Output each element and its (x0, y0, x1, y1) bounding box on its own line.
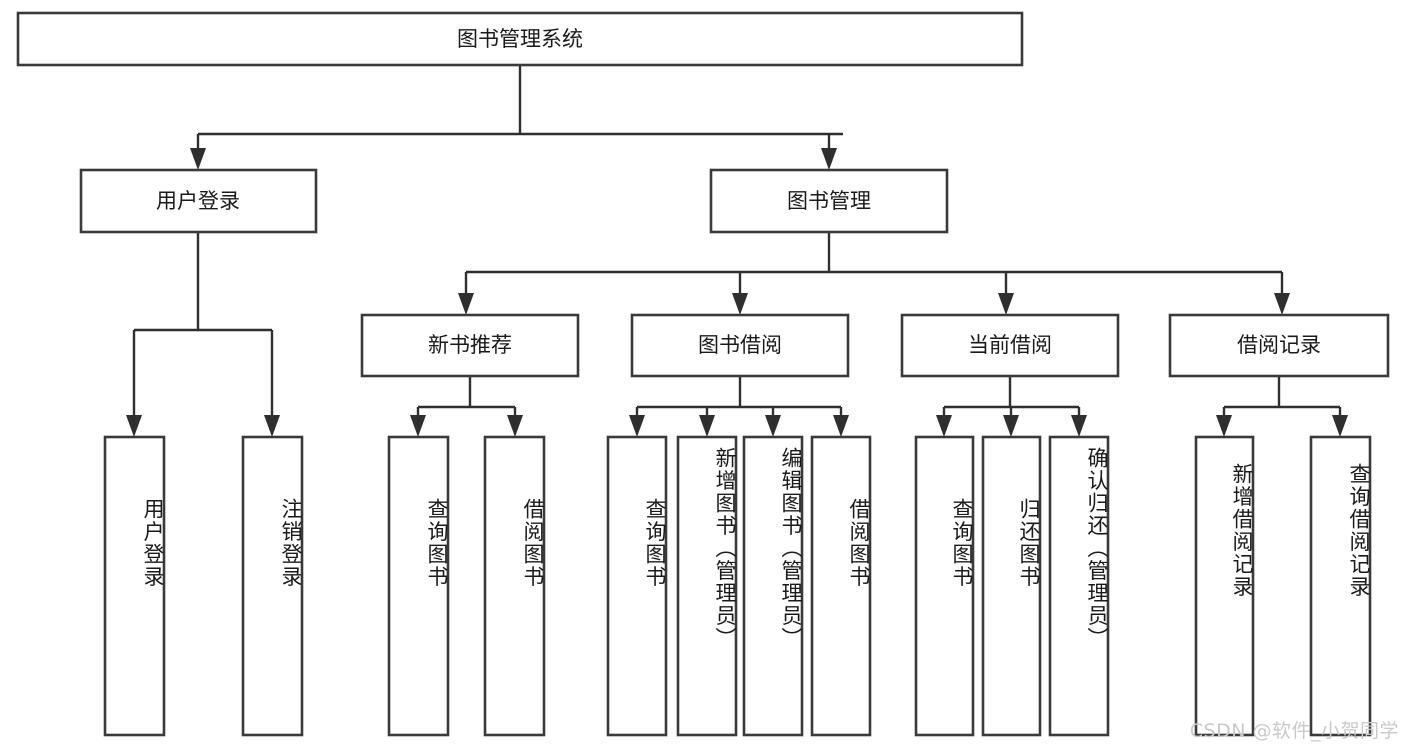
csdn-watermark: CSDN @软件_小贺同学 (1189, 720, 1399, 742)
connector-userlogin-to-leaves (126, 232, 280, 437)
connector-bookmgmt-to-level3 (458, 232, 1290, 315)
leaf-box-book-borrow-1[interactable] (676, 435, 738, 737)
leaf-box-current-borrow-2[interactable] (1048, 435, 1110, 737)
node-book-borrow-label: 图书借阅 (698, 333, 782, 357)
node-new-book-recommend[interactable]: 新书推荐 (360, 313, 580, 378)
leaf-box-book-borrow-0[interactable] (606, 435, 668, 737)
node-user-login[interactable]: 用户登录 (79, 168, 318, 234)
node-current-borrow-label: 当前借阅 (968, 333, 1052, 357)
leaf-box-current-borrow-0[interactable] (914, 435, 975, 737)
node-user-login-label: 用户登录 (156, 189, 240, 213)
leaf-box-book-borrow-2[interactable] (742, 435, 804, 737)
leaf-box-user-login-1[interactable] (241, 435, 304, 737)
connector-borrowrecord-to-leaves (1216, 376, 1348, 437)
connector-newbook-to-leaves (410, 376, 523, 437)
leaf-box-new-book-0[interactable] (387, 435, 450, 737)
node-root[interactable]: 图书管理系统 (16, 11, 1024, 67)
node-book-management[interactable]: 图书管理 (709, 168, 949, 234)
leaf-box-current-borrow-1[interactable] (981, 435, 1042, 737)
leaf-box-borrow-record-0[interactable] (1194, 435, 1255, 737)
connector-currentborrow-to-leaves (936, 376, 1087, 437)
node-book-management-label: 图书管理 (787, 189, 871, 213)
connector-bookborrow-to-leaves (629, 376, 849, 437)
node-new-book-recommend-label: 新书推荐 (428, 333, 512, 357)
connector-root-to-level2 (190, 65, 843, 170)
node-book-borrow[interactable]: 图书借阅 (630, 313, 850, 378)
node-borrow-record[interactable]: 借阅记录 (1168, 313, 1390, 378)
leaf-box-user-login-0[interactable] (103, 435, 166, 737)
node-root-label: 图书管理系统 (457, 27, 583, 51)
node-borrow-record-label: 借阅记录 (1237, 333, 1321, 357)
leaf-box-book-borrow-3[interactable] (810, 435, 872, 737)
leaf-box-borrow-record-1[interactable] (1309, 435, 1372, 737)
node-current-borrow[interactable]: 当前借阅 (900, 313, 1120, 378)
leaf-box-new-book-1[interactable] (483, 435, 546, 737)
